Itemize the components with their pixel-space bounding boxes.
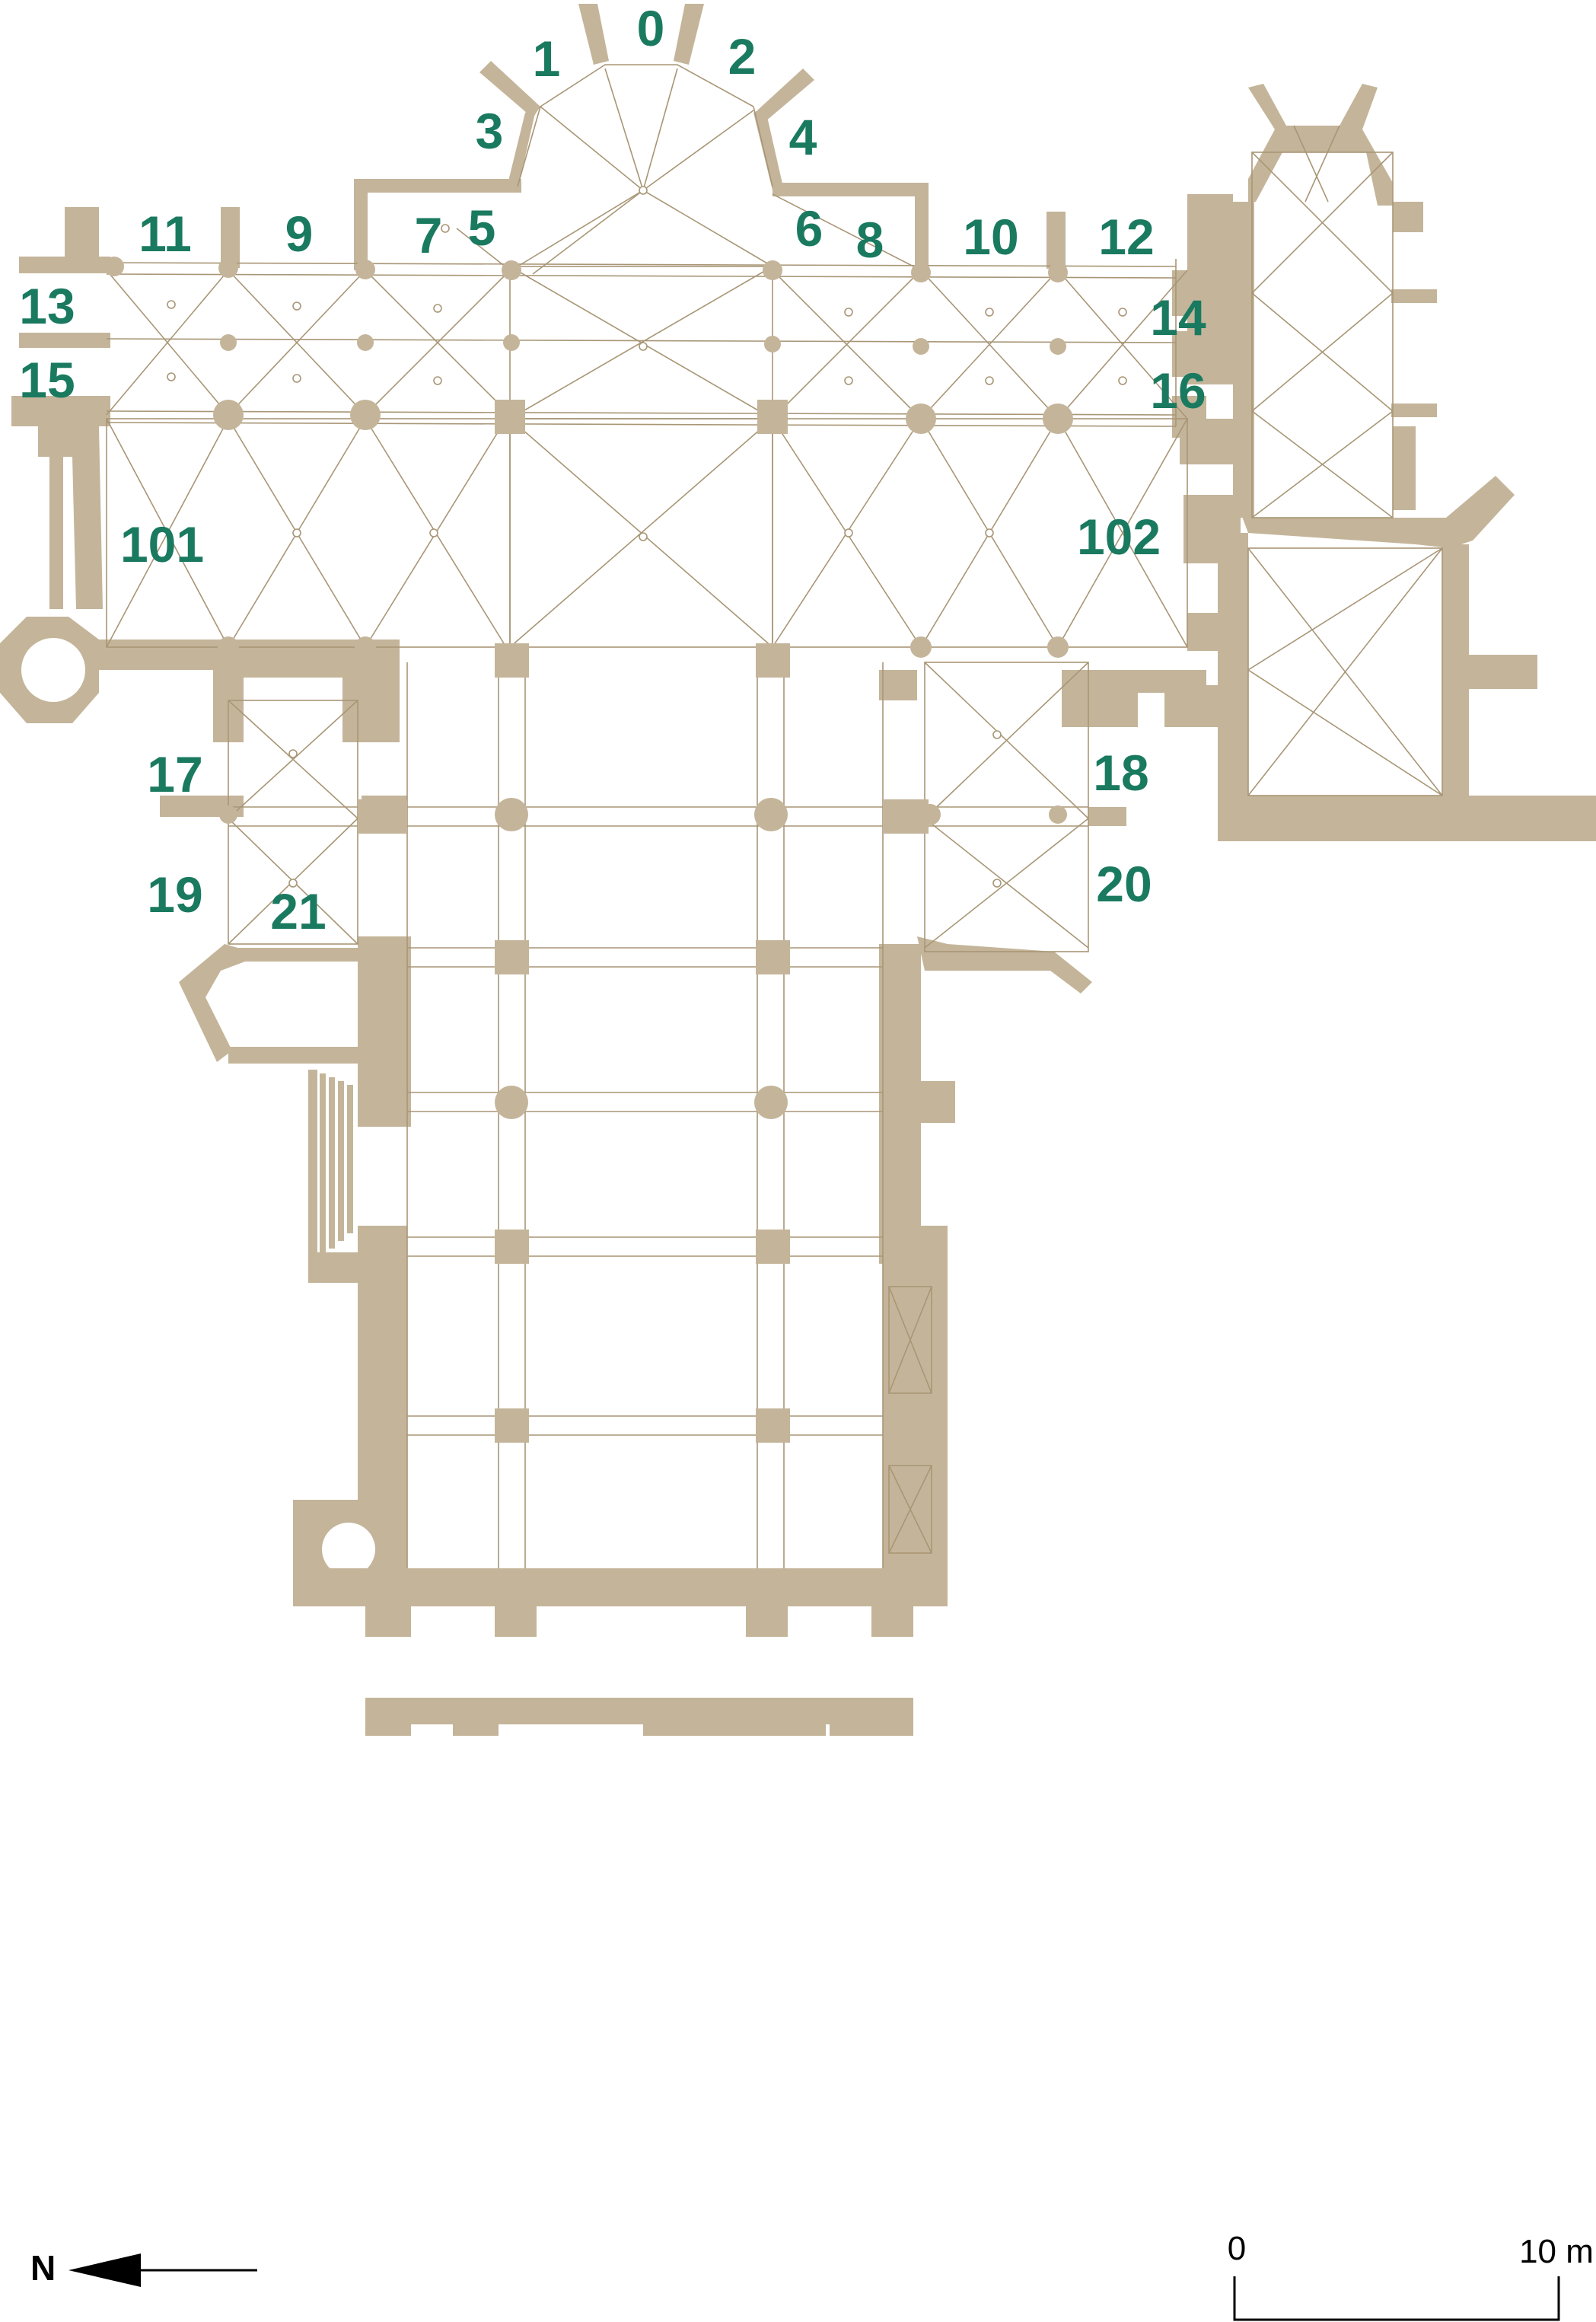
bay-label-0: 0: [637, 0, 665, 56]
bay-label-15: 15: [19, 352, 75, 408]
north-arrow-head-icon: [68, 2253, 141, 2287]
scale-bar-line: [1233, 2276, 1560, 2321]
bay-label-3: 3: [476, 103, 504, 159]
bay-label-2: 2: [728, 28, 757, 85]
bay-label-6: 6: [795, 200, 823, 257]
scale-bar: 0 10 m: [1228, 2230, 1594, 2321]
north-steps: [308, 1070, 353, 1260]
bay-label-101: 101: [120, 516, 204, 573]
scale-start-label: 0: [1228, 2230, 1246, 2267]
scale-end-label: 10 m: [1519, 2233, 1594, 2270]
bay-label-20: 20: [1096, 856, 1152, 912]
bay-label-8: 8: [856, 212, 884, 268]
piers: [104, 257, 1073, 1443]
bay-label-12: 12: [1098, 209, 1154, 265]
bay-labels: 0 1 2 3 4 5 6 7 8 9 10 11 12 13 14 15 16…: [19, 0, 1206, 939]
bay-label-14: 14: [1150, 289, 1206, 346]
bay-label-18: 18: [1093, 745, 1148, 801]
bay-label-19: 19: [147, 866, 202, 923]
vault-bosses: [167, 186, 1127, 888]
bay-label-102: 102: [1077, 509, 1161, 565]
north-label: N: [30, 2248, 56, 2288]
bay-label-13: 13: [19, 278, 75, 334]
bay-label-10: 10: [963, 209, 1018, 265]
ambulatory-north-ribs: [106, 228, 511, 416]
bay-label-1: 1: [533, 30, 561, 87]
ambulatory-south-ribs: [772, 193, 1188, 419]
bay-label-11: 11: [139, 206, 192, 262]
bay-label-9: 9: [285, 206, 314, 262]
bay-label-17: 17: [147, 746, 202, 802]
bay-label-4: 4: [789, 109, 817, 165]
bay-label-21: 21: [270, 883, 326, 939]
bay-label-16: 16: [1150, 362, 1206, 419]
north-arrow: N: [30, 2248, 257, 2288]
bay-label-7: 7: [415, 207, 443, 263]
bay-label-5: 5: [468, 199, 496, 256]
